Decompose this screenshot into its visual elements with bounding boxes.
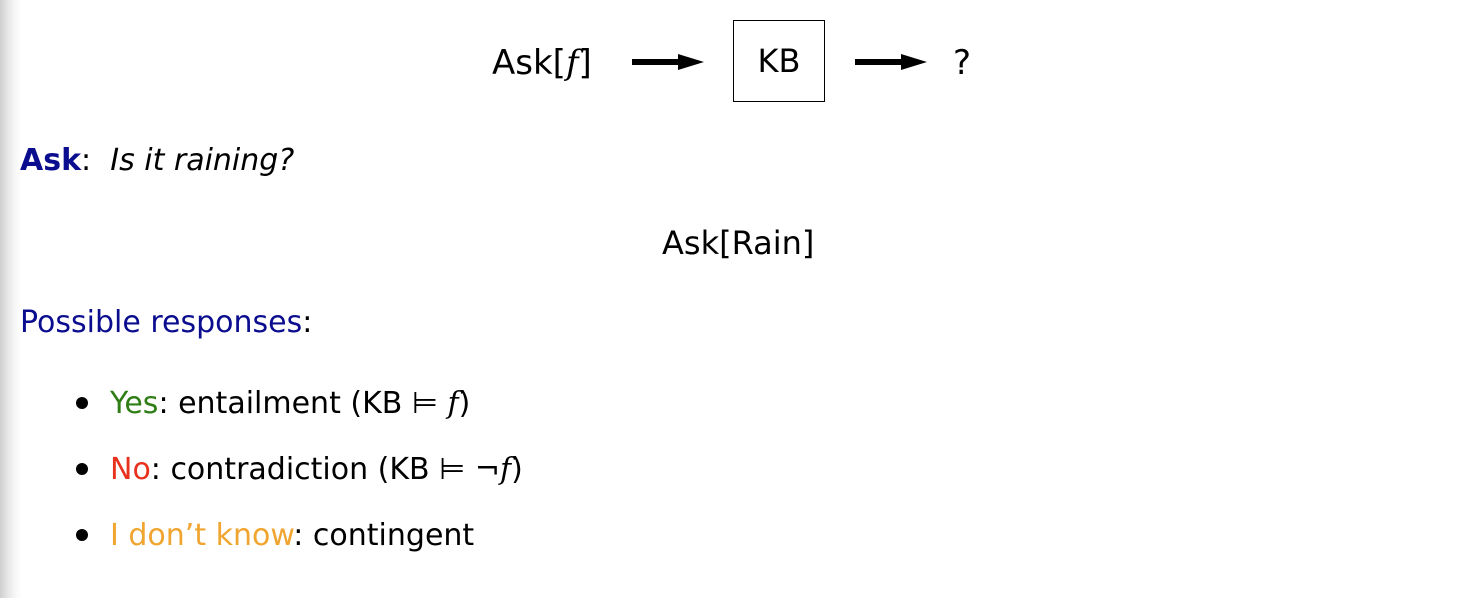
list-item: No: contradiction (KB ⊨ ¬f) (76, 452, 523, 487)
kb-label: KB (757, 42, 801, 80)
response-var: f (499, 452, 512, 487)
diagram-input: Ask[f] (492, 46, 592, 80)
left-edge-shadow (0, 0, 22, 598)
list-item: I don’t know: contingent (76, 518, 474, 553)
diagram-input-suffix: ] (578, 43, 592, 83)
bullet-icon (76, 528, 88, 541)
responses-heading-text: Possible responses (20, 305, 303, 340)
arrow-right-icon (632, 54, 704, 70)
response-colon: : (158, 386, 169, 421)
response-label-no: No (110, 452, 151, 487)
bullet-icon (76, 462, 88, 475)
response-text: contingent (303, 518, 475, 553)
response-text-end: ) (458, 386, 471, 421)
response-text-end: ) (511, 452, 523, 487)
diagram-input-prefix: Ask[ (492, 43, 566, 83)
response-label-idk: I don’t know (110, 518, 294, 553)
ask-query: Ask[Rain] (662, 224, 815, 262)
diagram-output: ? (953, 43, 972, 83)
responses-heading: Possible responses: (20, 305, 312, 340)
bullet-icon (76, 396, 88, 409)
response-text: contradiction (KB ⊨ ¬ (160, 452, 500, 487)
response-label-yes: Yes (110, 386, 159, 421)
ask-separator: : (81, 143, 92, 178)
response-text: entailment (KB ⊨ (168, 386, 448, 421)
ask-question: Is it raining? (110, 143, 295, 178)
responses-heading-colon: : (302, 305, 313, 340)
response-colon: : (293, 518, 304, 553)
diagram-input-var: f (565, 43, 579, 83)
list-item: Yes: entailment (KB ⊨ f) (76, 386, 470, 421)
response-var: f (447, 386, 459, 421)
arrow-right-icon (855, 54, 927, 70)
ask-line: Ask: Is it raining? (20, 143, 294, 178)
response-colon: : (150, 452, 161, 487)
kb-box: KB (733, 20, 825, 102)
ask-keyword: Ask (20, 143, 82, 178)
